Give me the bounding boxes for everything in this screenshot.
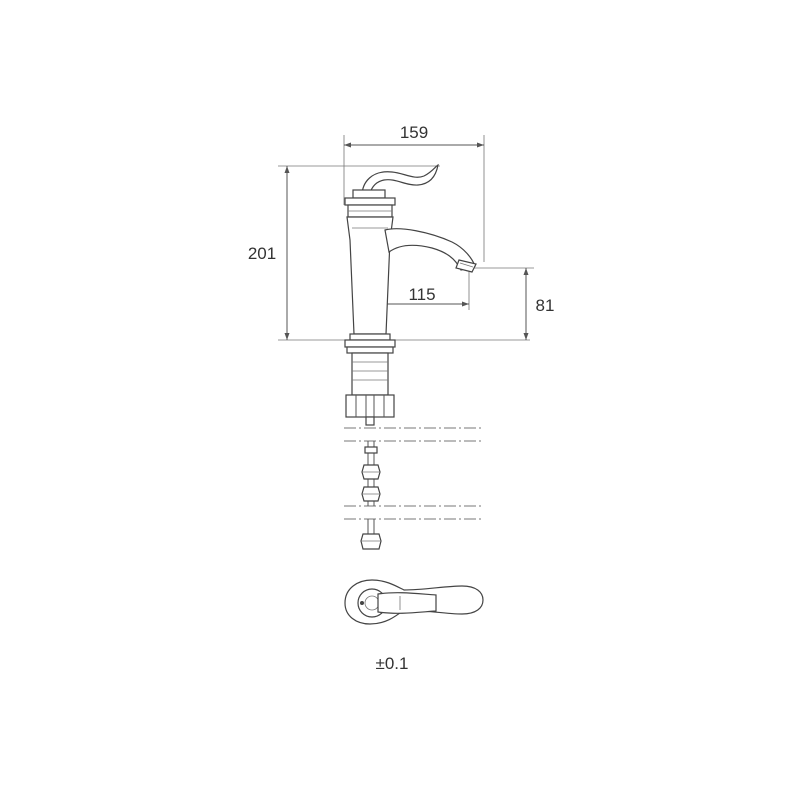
flexible-hose (360, 441, 382, 550)
dimension-height: 201 (248, 165, 530, 341)
dimension-width: 159 (343, 123, 485, 262)
height-label: 201 (248, 244, 276, 263)
dimension-spout-height: 81 (470, 267, 555, 340)
center-lines (344, 427, 484, 520)
spout-height-label: 81 (536, 296, 555, 315)
tolerance-label: ±0.1 (376, 654, 409, 673)
width-label: 159 (400, 123, 428, 142)
spout-reach-label: 115 (408, 285, 435, 304)
faucet-top-view (344, 579, 484, 625)
faucet-side-view (344, 163, 477, 426)
